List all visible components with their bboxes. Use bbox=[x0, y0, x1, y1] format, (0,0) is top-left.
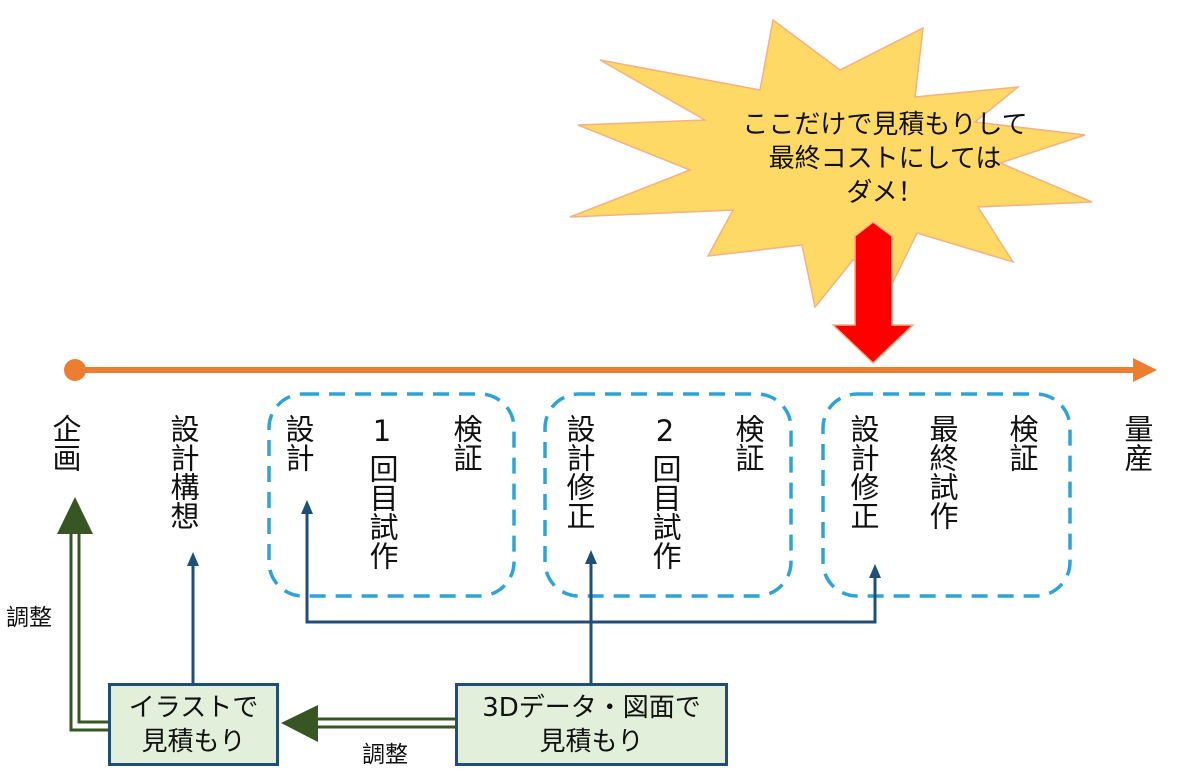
stage-proto-2-number: 2 bbox=[648, 414, 682, 448]
stage-verify-1: 検証 bbox=[449, 414, 483, 472]
stage-design-fix-1: 設計修正 bbox=[562, 414, 596, 530]
estimate-box-illustration: イラストで 見積もり bbox=[108, 683, 279, 766]
connector-drawing-bus bbox=[305, 512, 877, 624]
connector-arrowhead bbox=[187, 552, 199, 566]
adjust-label-bottom: 調整 bbox=[362, 742, 408, 768]
group-box-final bbox=[821, 392, 1072, 598]
adjust-arrow-left bbox=[69, 534, 110, 732]
stage-design-fix-2: 設計修正 bbox=[846, 414, 880, 530]
adjust-arrow-bottom bbox=[315, 717, 456, 729]
estimate-drawing-line: 3Dデータ・図面で bbox=[482, 692, 701, 723]
adjust-label-left: 調整 bbox=[6, 605, 52, 631]
red-down-arrow bbox=[831, 221, 915, 365]
blue-connectors bbox=[191, 512, 877, 684]
connector-arrowhead bbox=[869, 564, 881, 578]
stage-verify-3: 検証 bbox=[1005, 414, 1039, 472]
timeline-start-dot bbox=[64, 359, 86, 381]
adjust-arrowhead-up bbox=[57, 497, 93, 534]
timeline-arrowhead bbox=[1133, 358, 1157, 382]
stage-design: 設計 bbox=[281, 414, 315, 472]
group-box-proto-2 bbox=[543, 392, 793, 598]
estimate-box-drawing: 3Dデータ・図面で 見積もり bbox=[455, 683, 728, 766]
connector-arrowhead bbox=[585, 550, 597, 564]
warning-starburst bbox=[569, 18, 1093, 309]
warning-line: ここだけで見積もりして bbox=[742, 110, 1028, 140]
stage-proto-1-number: 1 bbox=[365, 414, 399, 448]
estimate-illustration-line: イラストで bbox=[128, 692, 259, 723]
estimate-illustration-line: 見積もり bbox=[141, 726, 246, 757]
warning-text: ここだけで見積もりして 最終コストにしては ダメ！ bbox=[700, 108, 1070, 210]
estimate-drawing-line: 見積もり bbox=[539, 726, 644, 757]
stage-verify-2: 検証 bbox=[731, 414, 765, 472]
group-box-proto-1 bbox=[267, 392, 516, 598]
stage-proto-1: 回目試作 bbox=[365, 454, 399, 570]
stage-proto-2: 回目試作 bbox=[648, 454, 682, 570]
adjust-arrowhead-left bbox=[281, 705, 318, 742]
connector-arrowhead bbox=[301, 500, 313, 514]
stage-design-concept: 設計構想 bbox=[166, 414, 200, 530]
stage-planning: 企画 bbox=[48, 414, 82, 472]
warning-line: ダメ！ bbox=[846, 178, 924, 208]
stage-final-proto: 最終試作 bbox=[925, 414, 959, 530]
warning-line: 最終コストにしては bbox=[768, 144, 1002, 174]
stage-mass-production: 量産 bbox=[1120, 414, 1154, 472]
